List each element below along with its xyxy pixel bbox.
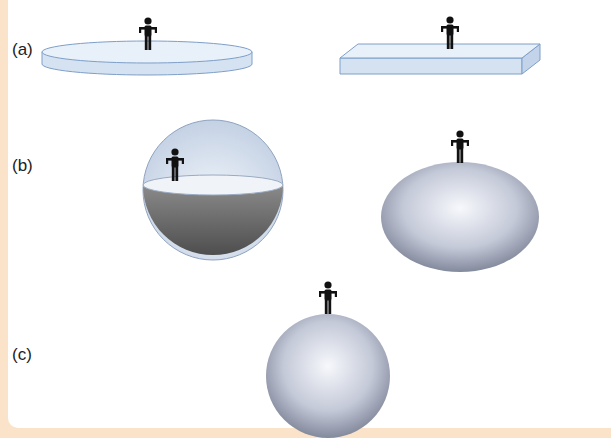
flat-slab [340,44,540,74]
hollow-sphere [143,120,283,260]
panel-label: (b) [12,156,33,176]
panel-label: (c) [12,345,32,365]
panel-label: (a) [12,40,33,60]
ellipsoid [381,162,539,272]
sphere [266,314,390,438]
